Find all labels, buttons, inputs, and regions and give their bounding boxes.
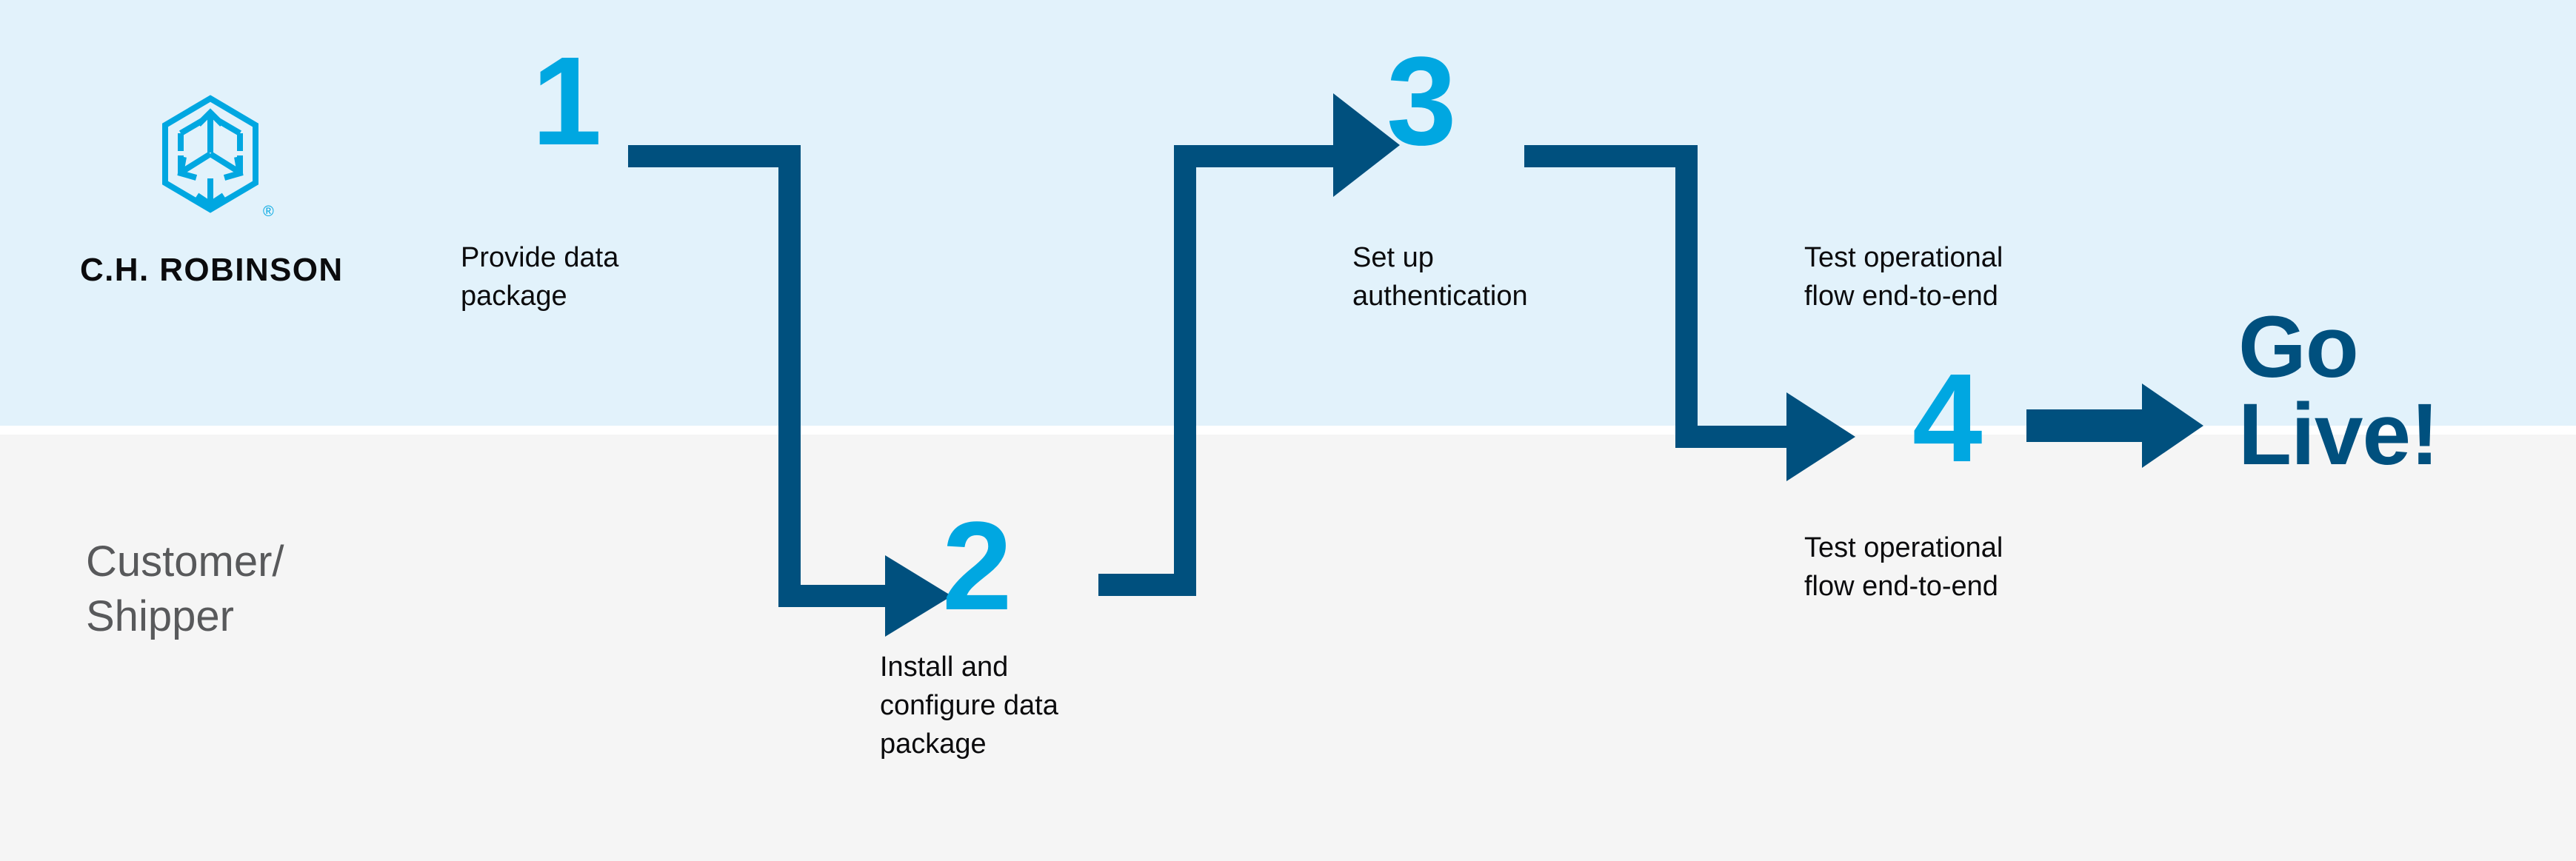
connector-step2-to-step3 bbox=[1098, 93, 1400, 596]
step-caption-4: Test operational flow end-to-end bbox=[1804, 532, 2003, 603]
ch-robinson-cube-logo-icon bbox=[162, 95, 258, 213]
step-number-1: 1 bbox=[532, 31, 602, 172]
bottom-lane-band bbox=[0, 435, 2576, 861]
go-live-label: Go Live! bbox=[2238, 298, 2439, 483]
connector-step4-to-golive bbox=[2026, 383, 2203, 468]
top-lane-band bbox=[0, 0, 2576, 426]
step-number-2: 2 bbox=[942, 496, 1012, 637]
lane-label-customer-shipper: Customer/ Shipper bbox=[86, 537, 284, 641]
connector-step1-to-step2 bbox=[628, 145, 952, 637]
step-caption-3: Set up authentication bbox=[1352, 242, 1528, 312]
step-caption-2: Install and configure data package bbox=[880, 651, 1058, 760]
brand-wordmark: C.H. ROBINSON bbox=[80, 252, 344, 288]
step-caption-1: Provide data package bbox=[461, 242, 619, 312]
registered-trademark-icon: ® bbox=[263, 204, 274, 220]
step-caption-extra-test-flow: Test operational flow end-to-end bbox=[1804, 242, 2003, 312]
connector-step3-to-step4 bbox=[1524, 145, 1855, 481]
step-number-3: 3 bbox=[1387, 31, 1457, 172]
step-number-4: 4 bbox=[1912, 348, 1983, 489]
